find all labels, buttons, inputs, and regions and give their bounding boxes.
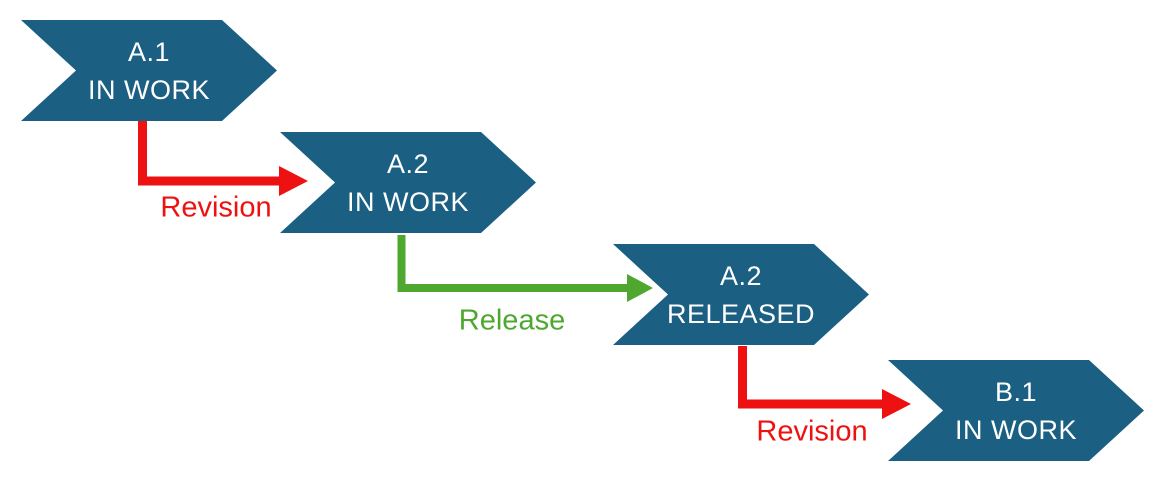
release-label: Release (458, 304, 566, 337)
stage-chevron-a2-in-work: A.2 IN WORK (280, 132, 536, 233)
revision-label-2: Revision (756, 415, 868, 448)
revision-arrow-2 (738, 346, 911, 419)
stage-chevron-a2-released: A.2 RELEASED (613, 244, 869, 345)
stage-chevron-b1-in-work: B.1 IN WORK (888, 360, 1144, 461)
stage-version: A.1 (127, 36, 171, 67)
stage-status: IN WORK (347, 186, 469, 217)
stage-status: RELEASED (666, 298, 816, 329)
revision-label-1: Revision (160, 191, 272, 224)
stage-version: A.2 (719, 260, 763, 291)
stage-status: IN WORK (88, 74, 210, 105)
stage-version: A.2 (386, 148, 430, 179)
stage-status: IN WORK (955, 414, 1077, 445)
stage-chevron-a1-in-work: A.1 IN WORK (21, 20, 277, 121)
stage-version: B.1 (994, 376, 1038, 407)
